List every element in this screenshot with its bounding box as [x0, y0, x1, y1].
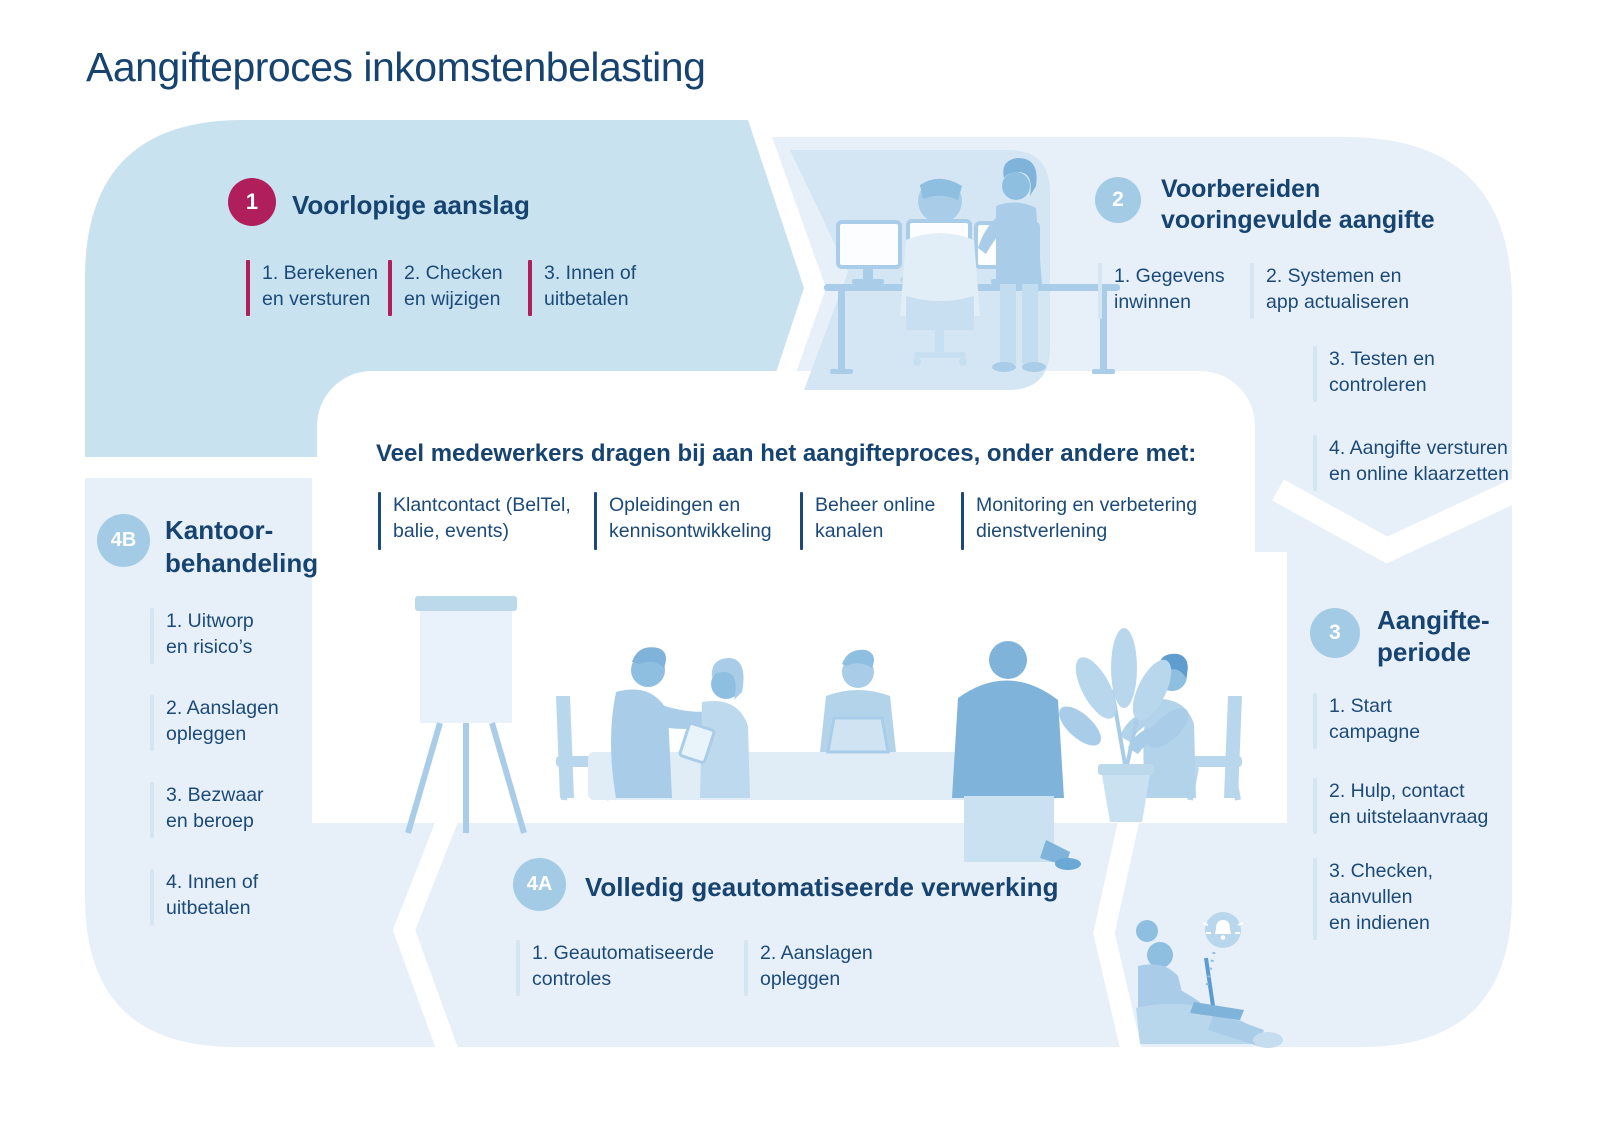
- item-divider-bar: [1098, 263, 1102, 319]
- center-column-text: Opleidingen en kennisontwikkeling: [609, 494, 772, 542]
- column-divider-bar: [961, 492, 964, 550]
- step1-item-text: 2. Checken en wijzigen: [404, 262, 503, 310]
- bell-icon: [1202, 912, 1244, 948]
- item-divider-bar: [516, 940, 520, 996]
- item-divider-bar: [150, 695, 154, 751]
- step1-number-badge: 1: [228, 178, 276, 226]
- center-column: Beheer online kanalen: [800, 492, 935, 550]
- item-divider-bar: [150, 608, 154, 664]
- step1-item: 3. Innen of uitbetalen: [528, 260, 636, 316]
- step2-item: 4. Aangifte versturen en online klaarzet…: [1313, 435, 1509, 491]
- center-column: Opleidingen en kennisontwikkeling: [594, 492, 772, 550]
- step4a-title: Volledig geautomatiseerde verwerking: [585, 872, 1059, 902]
- step3-item-text: 3. Checken, aanvullen en indienen: [1329, 860, 1434, 934]
- step2-item-text: 3. Testen en controleren: [1329, 348, 1435, 396]
- step4b-item-text: 2. Aanslagen opleggen: [166, 697, 279, 745]
- step1-item-text: 1. Berekenen en versturen: [262, 262, 379, 310]
- step3-number-badge: 3: [1310, 608, 1360, 658]
- step4b-title: Kantoor- behandeling: [165, 515, 319, 578]
- step4b-item-text: 4. Innen of uitbetalen: [166, 871, 259, 919]
- item-divider-bar: [1313, 346, 1317, 402]
- item-divider-bar: [150, 782, 154, 838]
- step4a-item-text: 2. Aanslagen opleggen: [760, 942, 873, 990]
- item-divider-bar: [1313, 435, 1317, 491]
- center-box-heading: Veel medewerkers dragen bij aan het aang…: [376, 440, 1197, 467]
- step4b-item-text: 3. Bezwaar en beroep: [166, 784, 264, 832]
- item-divider-bar: [1250, 263, 1254, 319]
- column-divider-bar: [378, 492, 381, 550]
- step2-item: 2. Systemen en app actualiseren: [1250, 263, 1409, 319]
- step3-title: Aangifte- periode: [1377, 605, 1490, 667]
- step2-item: 1. Gegevens inwinnen: [1098, 263, 1225, 319]
- meeting-illustration: [405, 596, 1242, 870]
- step4a-item-text: 1. Geautomatiseerde controles: [532, 942, 715, 990]
- step4b-item: 4. Innen of uitbetalen: [150, 869, 258, 925]
- step1-item-text: 3. Innen of uitbetalen: [544, 262, 637, 310]
- plant-illustration: [1059, 628, 1189, 822]
- step4b-number-badge: 4B: [97, 514, 150, 567]
- center-column-text: Monitoring en verbetering dienstverlenin…: [976, 494, 1198, 542]
- step1-item: 1. Berekenen en versturen: [246, 260, 378, 316]
- page-title: Aangifteproces inkomstenbelasting: [86, 44, 706, 90]
- center-column-text: Beheer online kanalen: [815, 494, 936, 542]
- laptop-person-illustration: [1136, 912, 1283, 1048]
- step4b-item: 2. Aanslagen opleggen: [150, 695, 279, 751]
- separator-chevron-down: [1272, 479, 1522, 564]
- step3-item: 3. Checken, aanvullen en indienen: [1313, 858, 1433, 940]
- step2-item-text: 1. Gegevens inwinnen: [1114, 265, 1225, 313]
- step4-region-shape: [85, 478, 1287, 1047]
- step3-item-text: 2. Hulp, contact en uitstelaanvraag: [1329, 780, 1489, 828]
- step4b-item: 3. Bezwaar en beroep: [150, 782, 264, 838]
- center-column: Monitoring en verbetering dienstverlenin…: [961, 492, 1197, 550]
- step2-item: 3. Testen en controleren: [1313, 346, 1435, 402]
- step2-item-text: 2. Systemen en app actualiseren: [1266, 265, 1410, 313]
- item-divider-bar: [388, 260, 392, 316]
- center-column-text: Klantcontact (BelTel, balie, events): [393, 494, 571, 542]
- item-divider-bar: [528, 260, 532, 316]
- step4a-item: 2. Aanslagen opleggen: [744, 940, 873, 996]
- step2-item-text: 4. Aangifte versturen en online klaarzet…: [1329, 437, 1509, 485]
- step4b-item-text: 1. Uitworp en risico’s: [166, 610, 254, 658]
- item-divider-bar: [1313, 693, 1317, 749]
- center-column: Klantcontact (BelTel, balie, events): [378, 492, 571, 550]
- separator-chevron-left-right: [1093, 803, 1143, 1057]
- step2-number-badge: 2: [1095, 177, 1141, 223]
- item-divider-bar: [150, 869, 154, 925]
- step1-item: 2. Checken en wijzigen: [388, 260, 503, 316]
- separator-chevron-left-bottom: [392, 812, 459, 1058]
- item-divider-bar: [744, 940, 748, 996]
- step4b-item: 1. Uitworp en risico’s: [150, 608, 254, 664]
- item-divider-bar: [1313, 858, 1317, 940]
- column-divider-bar: [594, 492, 597, 550]
- step3-item: 2. Hulp, contact en uitstelaanvraag: [1313, 778, 1488, 834]
- step2-title: Voorbereiden vooringevulde aangifte: [1161, 175, 1435, 234]
- step1-title: Voorlopige aanslag: [292, 190, 530, 220]
- step3-item: 1. Start campagne: [1313, 693, 1420, 749]
- step4a-item: 1. Geautomatiseerde controles: [516, 940, 714, 996]
- step4a-number-badge: 4A: [513, 858, 566, 911]
- column-divider-bar: [800, 492, 803, 550]
- item-divider-bar: [1313, 778, 1317, 834]
- computers-illustration: [824, 158, 1120, 374]
- step3-item-text: 1. Start campagne: [1329, 695, 1421, 743]
- item-divider-bar: [246, 260, 250, 316]
